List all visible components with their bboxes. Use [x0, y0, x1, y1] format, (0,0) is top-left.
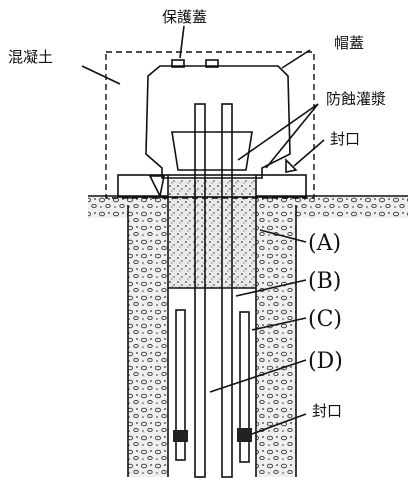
leader-c	[251, 317, 307, 331]
label-d: (D)	[308, 349, 343, 374]
leader-protective-cover	[179, 25, 185, 59]
label-cap: 帽蓋	[334, 34, 364, 52]
monitor-tube-right	[239, 311, 250, 463]
label-seal-top: 封口	[330, 130, 360, 148]
leader-d	[209, 359, 307, 393]
cap-cavity	[171, 131, 253, 171]
tube-seal-right	[237, 428, 252, 442]
seal-wedge-left	[148, 175, 165, 199]
leader-seal-top	[293, 139, 325, 167]
label-b: (B)	[308, 269, 341, 294]
cap-body	[145, 65, 291, 179]
tube-seal-left	[173, 430, 188, 442]
leader-grout-1	[237, 103, 319, 161]
leader-seal-bottom	[251, 413, 307, 435]
leader-concrete	[81, 65, 121, 85]
seal-wedge-right	[285, 158, 298, 173]
leader-b	[235, 279, 307, 297]
label-protective-cover: 保護蓋	[162, 8, 207, 26]
label-concrete: 混凝土	[8, 48, 53, 66]
label-c: (C)	[308, 307, 342, 332]
leader-grout-2	[265, 103, 319, 169]
concrete-pad	[117, 174, 307, 198]
riser-pipe-d	[194, 103, 206, 478]
borehole-left-wall	[128, 205, 168, 477]
label-a: (A)	[308, 231, 341, 256]
cap-nub-left	[171, 59, 185, 68]
leader-a	[259, 229, 307, 243]
leader-cap	[281, 49, 311, 69]
cap-nub-right	[205, 59, 219, 68]
protective-cover-outline	[105, 51, 315, 199]
borehole-right-wall	[256, 205, 296, 477]
label-anticorrosion-grout: 防蝕灌漿	[326, 90, 386, 108]
label-seal-bottom: 封口	[312, 402, 342, 420]
monitor-tube-left	[175, 309, 186, 461]
riser-pipe-b	[221, 103, 233, 478]
upper-grout-plug	[168, 180, 256, 288]
